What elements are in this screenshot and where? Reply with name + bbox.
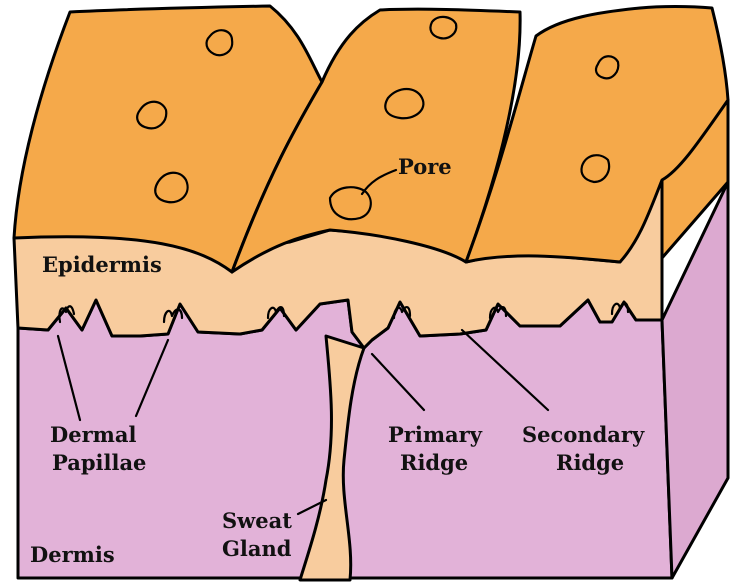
pore-label: Pore	[398, 154, 452, 179]
secondary-ridge-label-line2: Ridge	[556, 450, 624, 475]
secondary-ridge-label-line1: Secondary	[522, 422, 645, 447]
dermal-papillae-label-line2: Papillae	[52, 450, 146, 475]
primary-ridge-label-line1: Primary	[388, 422, 483, 447]
primary-ridge-label-line2: Ridge	[400, 450, 468, 475]
epidermis-label: Epidermis	[42, 252, 162, 277]
sweat-gland-label-line1: Sweat	[222, 508, 292, 533]
dermis-label: Dermis	[30, 542, 115, 567]
sweat-gland-label-line2: Gland	[222, 536, 292, 561]
dermal-papillae-label-line1: Dermal	[50, 422, 136, 447]
